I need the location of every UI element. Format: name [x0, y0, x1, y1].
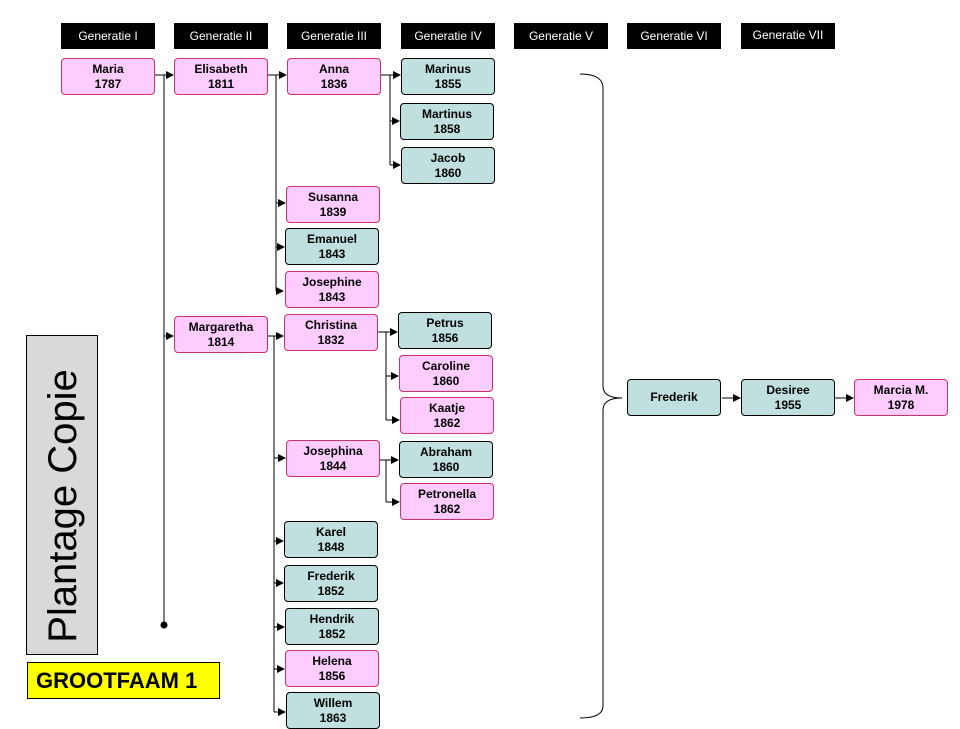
person-petrus: Petrus 1856	[398, 312, 492, 349]
person-susanna: Susanna 1839	[286, 186, 380, 223]
person-name: Emanuel	[306, 231, 357, 246]
header-generation-2: Generatie II	[174, 23, 268, 49]
person-marcia: Marcia M. 1978	[854, 379, 948, 416]
person-name: Josephine	[302, 274, 362, 289]
person-name: Abraham	[419, 444, 472, 459]
person-maria: Maria 1787	[61, 58, 155, 95]
person-year: 1843	[318, 246, 346, 261]
person-josephina: Josephina 1844	[286, 440, 380, 477]
person-name: Josephina	[303, 443, 363, 458]
person-josephine: Josephine 1843	[285, 271, 379, 308]
person-name: Caroline	[421, 358, 470, 373]
person-year: 1978	[887, 397, 915, 412]
person-year: 1863	[319, 710, 347, 725]
person-name: Willem	[313, 695, 353, 710]
person-helena: Helena 1856	[285, 650, 379, 687]
person-margaretha: Margaretha 1814	[174, 316, 268, 353]
header-generation-1: Generatie I	[61, 23, 155, 49]
person-christina: Christina 1832	[284, 314, 378, 351]
person-year: 1858	[433, 121, 461, 136]
person-year: 1860	[434, 165, 462, 180]
person-petronella: Petronella 1862	[400, 483, 494, 520]
person-martinus: Martinus 1858	[400, 103, 494, 140]
header-generation-6: Generatie VI	[627, 23, 721, 49]
person-name: Elisabeth	[194, 61, 248, 76]
person-name: Petronella	[417, 486, 477, 501]
person-year: 1862	[433, 415, 461, 430]
person-year: 1862	[433, 501, 461, 516]
grootfaam-badge: GROOTFAAM 1	[27, 662, 220, 699]
header-generation-7: Generatie VII	[741, 23, 835, 49]
person-year: 1811	[207, 76, 235, 91]
person-name: Maria	[92, 61, 124, 76]
person-marinus: Marinus 1855	[401, 58, 495, 95]
person-name: Frederik	[650, 390, 698, 404]
person-year: 1955	[774, 397, 802, 412]
person-name: Anna	[319, 61, 349, 76]
person-year: 1832	[317, 332, 345, 347]
person-year: 1787	[94, 76, 122, 91]
person-frederik-gen6: Frederik	[627, 379, 721, 416]
person-name: Marcia M.	[873, 382, 929, 397]
person-name: Kaatje	[428, 400, 466, 415]
plantage-label: Plantage Copie	[41, 369, 85, 643]
person-name: Susanna	[307, 189, 358, 204]
person-emanuel: Emanuel 1843	[285, 228, 379, 265]
person-name: Margaretha	[188, 319, 254, 334]
person-name: Frederik	[307, 568, 355, 583]
person-year: 1856	[318, 668, 346, 683]
person-elisabeth: Elisabeth 1811	[174, 58, 268, 95]
person-willem: Willem 1863	[286, 692, 380, 729]
person-year: 1843	[318, 289, 346, 304]
person-desiree: Desiree 1955	[741, 379, 835, 416]
person-year: 1855	[434, 76, 462, 91]
person-name: Petrus	[426, 315, 464, 330]
person-year: 1836	[320, 76, 348, 91]
person-name: Jacob	[430, 150, 466, 165]
person-year: 1852	[317, 583, 345, 598]
person-year: 1844	[319, 458, 347, 473]
person-name: Marinus	[424, 61, 471, 76]
person-year: 1860	[432, 459, 460, 474]
person-kaatje: Kaatje 1862	[400, 397, 494, 434]
person-jacob: Jacob 1860	[401, 147, 495, 184]
header-generation-3: Generatie III	[287, 23, 381, 49]
person-year: 1852	[318, 626, 346, 641]
person-karel: Karel 1848	[284, 521, 378, 558]
person-year: 1814	[207, 334, 235, 349]
person-name: Christina	[304, 317, 357, 332]
person-year: 1839	[319, 204, 347, 219]
person-anna: Anna 1836	[287, 58, 381, 95]
header-generation-4: Generatie IV	[401, 23, 495, 49]
person-abraham: Abraham 1860	[399, 441, 493, 478]
person-name: Desiree	[766, 382, 810, 397]
header-generation-5: Generatie V	[514, 23, 608, 49]
plantage-label-box: Plantage Copie	[26, 335, 98, 655]
person-frederik-1852: Frederik 1852	[284, 565, 378, 602]
person-year: 1860	[432, 373, 460, 388]
person-hendrik: Hendrik 1852	[285, 608, 379, 645]
person-name: Helena	[312, 653, 352, 668]
person-year: 1848	[317, 539, 345, 554]
person-year: 1856	[431, 330, 459, 345]
person-name: Martinus	[421, 106, 472, 121]
person-name: Hendrik	[309, 611, 355, 626]
person-caroline: Caroline 1860	[399, 355, 493, 392]
person-name: Karel	[315, 524, 347, 539]
